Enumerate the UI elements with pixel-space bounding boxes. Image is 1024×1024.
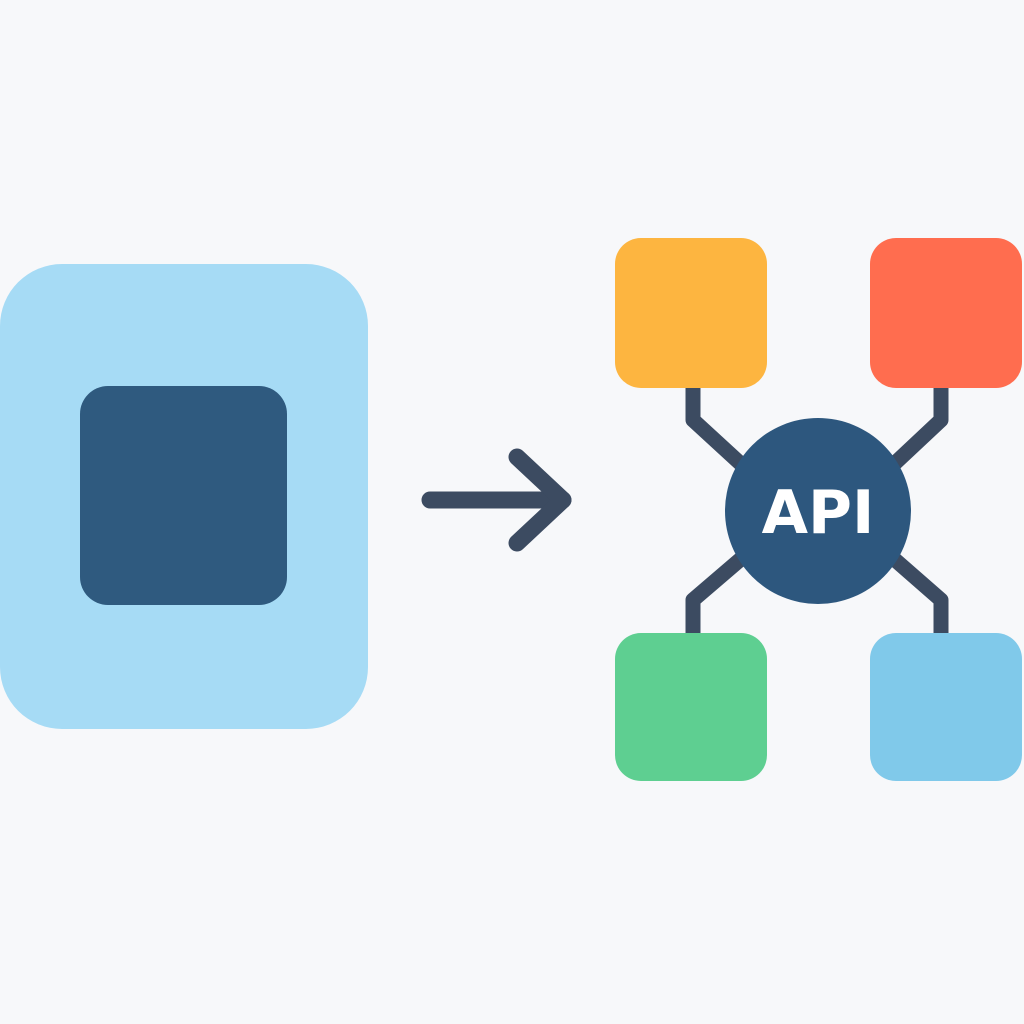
monolith-inner-core: [80, 386, 287, 605]
service-box-bottom-right: [870, 633, 1022, 781]
connector-bottom-left: [685, 552, 747, 640]
connector-top-right: [887, 385, 949, 471]
service-box-bottom-left: [615, 633, 767, 781]
api-hub-icon: API: [725, 418, 911, 604]
service-box-top-right: [870, 238, 1022, 388]
service-box-top-left: [615, 238, 767, 388]
api-hub-label: API: [762, 478, 875, 548]
api-hub-circle: [725, 418, 911, 604]
connector-top-left: [685, 385, 748, 471]
connectors: [685, 385, 949, 640]
arrow-head: [508, 448, 572, 552]
monolith-block: [0, 264, 368, 729]
arrow-right-icon: [421, 448, 572, 552]
connector-bottom-right: [888, 552, 949, 640]
service-boxes: [615, 238, 1022, 781]
